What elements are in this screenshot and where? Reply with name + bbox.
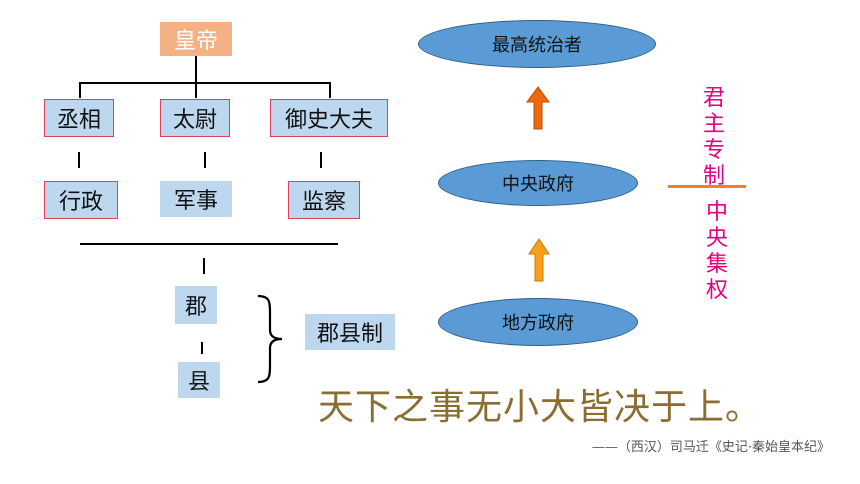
up-arrow-icon [528, 238, 550, 282]
prefecture-system-box: 郡县制 [305, 314, 395, 350]
supreme-ruler-ellipse: 最高统治者 [418, 20, 656, 68]
connector-line [201, 342, 203, 354]
connector-line [195, 56, 197, 82]
up-arrow-icon [526, 86, 550, 130]
connector-line [195, 82, 197, 98]
chancellor-box: 丞相 [44, 99, 114, 137]
emperor-box: 皇帝 [160, 22, 232, 56]
connector-line [204, 152, 206, 168]
divider-line [80, 243, 338, 245]
imperial-censor-box: 御史大夫 [270, 99, 388, 137]
autocracy-label: 君主专制 [702, 86, 725, 189]
grand-commandant-box: 太尉 [160, 99, 230, 137]
connector-line [79, 82, 331, 84]
local-government-ellipse: 地方政府 [438, 298, 638, 346]
connector-line [78, 152, 80, 168]
connector-line [79, 82, 81, 98]
military-box: 军事 [160, 181, 232, 217]
connector-line [329, 82, 331, 98]
side-divider [668, 185, 746, 188]
commandery-box: 郡 [175, 286, 217, 324]
quote-text: 天下之事无小大皆决于上。 [318, 387, 763, 428]
county-box: 县 [178, 362, 220, 398]
centralization-label: 中央集权 [705, 200, 728, 303]
supervision-box: 监察 [288, 181, 360, 219]
central-government-ellipse: 中央政府 [438, 160, 638, 206]
connector-line [320, 152, 322, 168]
quote-source: ——（西汉）司马迁《史记·秦始皇本纪》 [591, 440, 830, 455]
administration-box: 行政 [44, 181, 118, 219]
brace-icon [257, 294, 283, 384]
connector-line [203, 258, 205, 274]
